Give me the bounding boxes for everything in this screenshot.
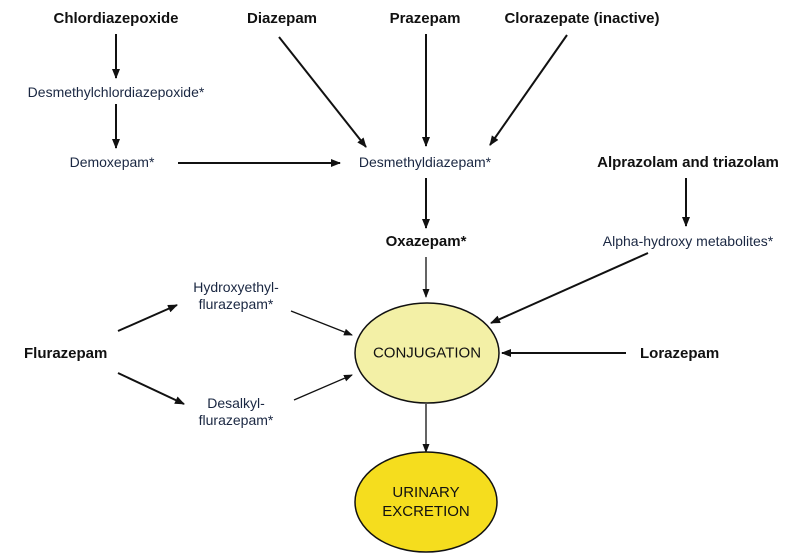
hydroxyethylflurazepam-label: Hydroxyethyl- flurazepam*	[193, 279, 279, 313]
alpha-hydroxy-metabolites-label: Alpha-hydroxy metabolites*	[602, 233, 774, 249]
arrow-flurazepam-to-hydroxyethylflurazepam	[117, 304, 178, 332]
arrow-desalkylflurazepam-to-conjugation	[293, 374, 353, 401]
urinary-excretion-line1: URINARY	[392, 484, 460, 501]
urinary-excretion-line2: EXCRETION	[382, 503, 470, 520]
diazepam-label: Diazepam	[246, 10, 318, 27]
prazepam-label: Prazepam	[389, 10, 461, 27]
arrow-alpha-hydroxy-to-conjugation	[490, 252, 649, 324]
arrow-clorazepate-to-desmethyldiazepam	[489, 34, 568, 146]
hydroxyethylflurazepam-line2: flurazepam*	[198, 296, 274, 312]
lorazepam-label: Lorazepam	[640, 345, 720, 362]
arrow-diazepam-to-desmethyldiazepam	[278, 36, 367, 148]
desmethyldiazepam-label: Desmethyldiazepam*	[358, 154, 492, 170]
demoxepam-label: Demoxepam*	[69, 154, 155, 170]
urinary-excretion-label: URINARY EXCRETION	[382, 483, 470, 521]
hydroxyethylflurazepam-line1: Hydroxyethyl-	[193, 279, 279, 295]
conjugation-label: CONJUGATION	[372, 344, 482, 362]
desalkylflurazepam-label: Desalkyl- flurazepam*	[199, 395, 274, 429]
desalkylflurazepam-line2: flurazepam*	[198, 412, 274, 428]
conjugation-ellipse	[354, 302, 500, 404]
clorazepate-label: Clorazepate (inactive)	[504, 10, 660, 27]
desalkylflurazepam-line1: Desalkyl-	[207, 395, 265, 411]
flurazepam-label: Flurazepam	[24, 345, 108, 362]
oxazepam-label: Oxazepam*	[385, 233, 467, 250]
arrow-flurazepam-to-desalkylflurazepam	[117, 372, 185, 405]
arrow-hydroxyethylflurazepam-to-conjugation	[290, 310, 353, 336]
desmethylchlordiazepoxide-label: Desmethylchlordiazepoxide*	[27, 84, 205, 100]
urinary-excretion-ellipse	[354, 451, 498, 553]
chlordiazepoxide-label: Chlordiazepoxide	[53, 10, 179, 27]
alprazolam-triazolam-label: Alprazolam and triazolam	[597, 154, 779, 171]
